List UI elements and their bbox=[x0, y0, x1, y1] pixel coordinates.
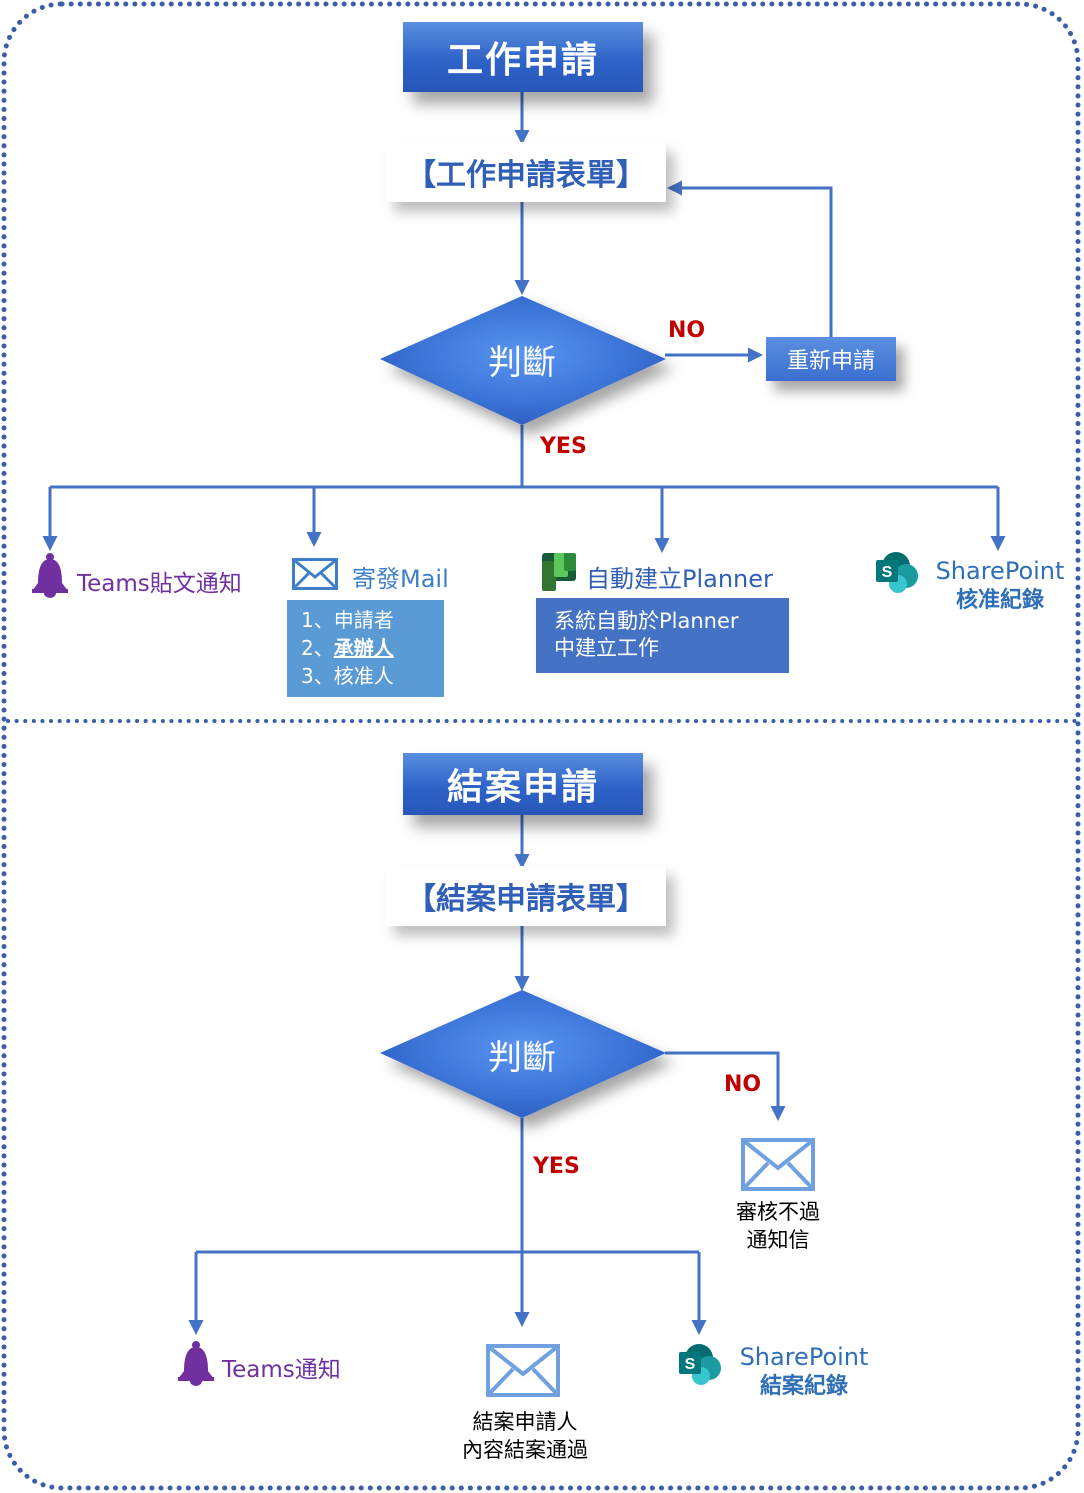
bell-icon bbox=[32, 553, 68, 598]
form-work-request[interactable]: 【工作申請表單】 bbox=[386, 142, 666, 202]
reapply-box[interactable]: 重新申請 bbox=[766, 337, 896, 381]
form-case-closure[interactable]: 【結案申請表單】 bbox=[386, 866, 666, 926]
decision-diamond-1 bbox=[380, 296, 666, 425]
teams-notify-label: Teams通知 bbox=[222, 1357, 341, 1383]
planner-description-box: 系統自動於Planner 中建立工作 bbox=[536, 598, 789, 673]
reject-notice-caption: 審核不過 通知信 bbox=[736, 1200, 820, 1252]
connector2-no bbox=[665, 1051, 786, 1121]
sharepoint-icon: S bbox=[876, 552, 918, 593]
decision-diamond-2 bbox=[380, 990, 666, 1118]
auto-create-planner-label: 自動建立Planner bbox=[586, 565, 773, 593]
recipient-handler: 2、承辦人 bbox=[301, 636, 394, 660]
mail-icon bbox=[292, 558, 338, 590]
planner-icon bbox=[542, 553, 576, 591]
closure-mail-caption: 結案申請人 內容結案通過 bbox=[462, 1410, 588, 1462]
planner-desc-line1: 系統自動於Planner bbox=[554, 609, 739, 633]
svg-text:S: S bbox=[882, 564, 893, 581]
decision-label: 判斷 bbox=[488, 343, 556, 383]
sharepoint-approval-record-label: SharePoint 核准紀錄 bbox=[935, 557, 1065, 613]
recipient-applicant: 1、申請者 bbox=[301, 608, 394, 632]
sharepoint-icon: S bbox=[679, 1344, 721, 1385]
sharepoint-closure-record-label: SharePoint 結案紀錄 bbox=[739, 1343, 869, 1399]
bell-icon bbox=[178, 1341, 214, 1386]
svg-text:S: S bbox=[685, 1356, 696, 1373]
mail-icon bbox=[486, 1344, 560, 1397]
yes-label: YES bbox=[533, 1154, 580, 1179]
no-label: NO bbox=[668, 318, 706, 343]
teams-post-notify-label: Teams貼文通知 bbox=[77, 571, 242, 597]
mail-recipient-list: 1、申請者 2、承辦人 3、核准人 bbox=[287, 600, 444, 697]
mail-icon bbox=[741, 1138, 815, 1191]
yes-label: YES bbox=[540, 434, 587, 459]
connector-reapply-form bbox=[667, 180, 833, 337]
no-label: NO bbox=[724, 1072, 762, 1097]
planner-desc-line2: 中建立工作 bbox=[554, 636, 659, 660]
process-title-work-request: 工作申請 bbox=[403, 22, 643, 92]
send-mail-label: 寄發Mail bbox=[352, 565, 449, 593]
decision-label: 判斷 bbox=[488, 1038, 556, 1078]
recipient-approver: 3、核准人 bbox=[301, 664, 394, 688]
process-title-case-closure: 結案申請 bbox=[403, 753, 643, 815]
